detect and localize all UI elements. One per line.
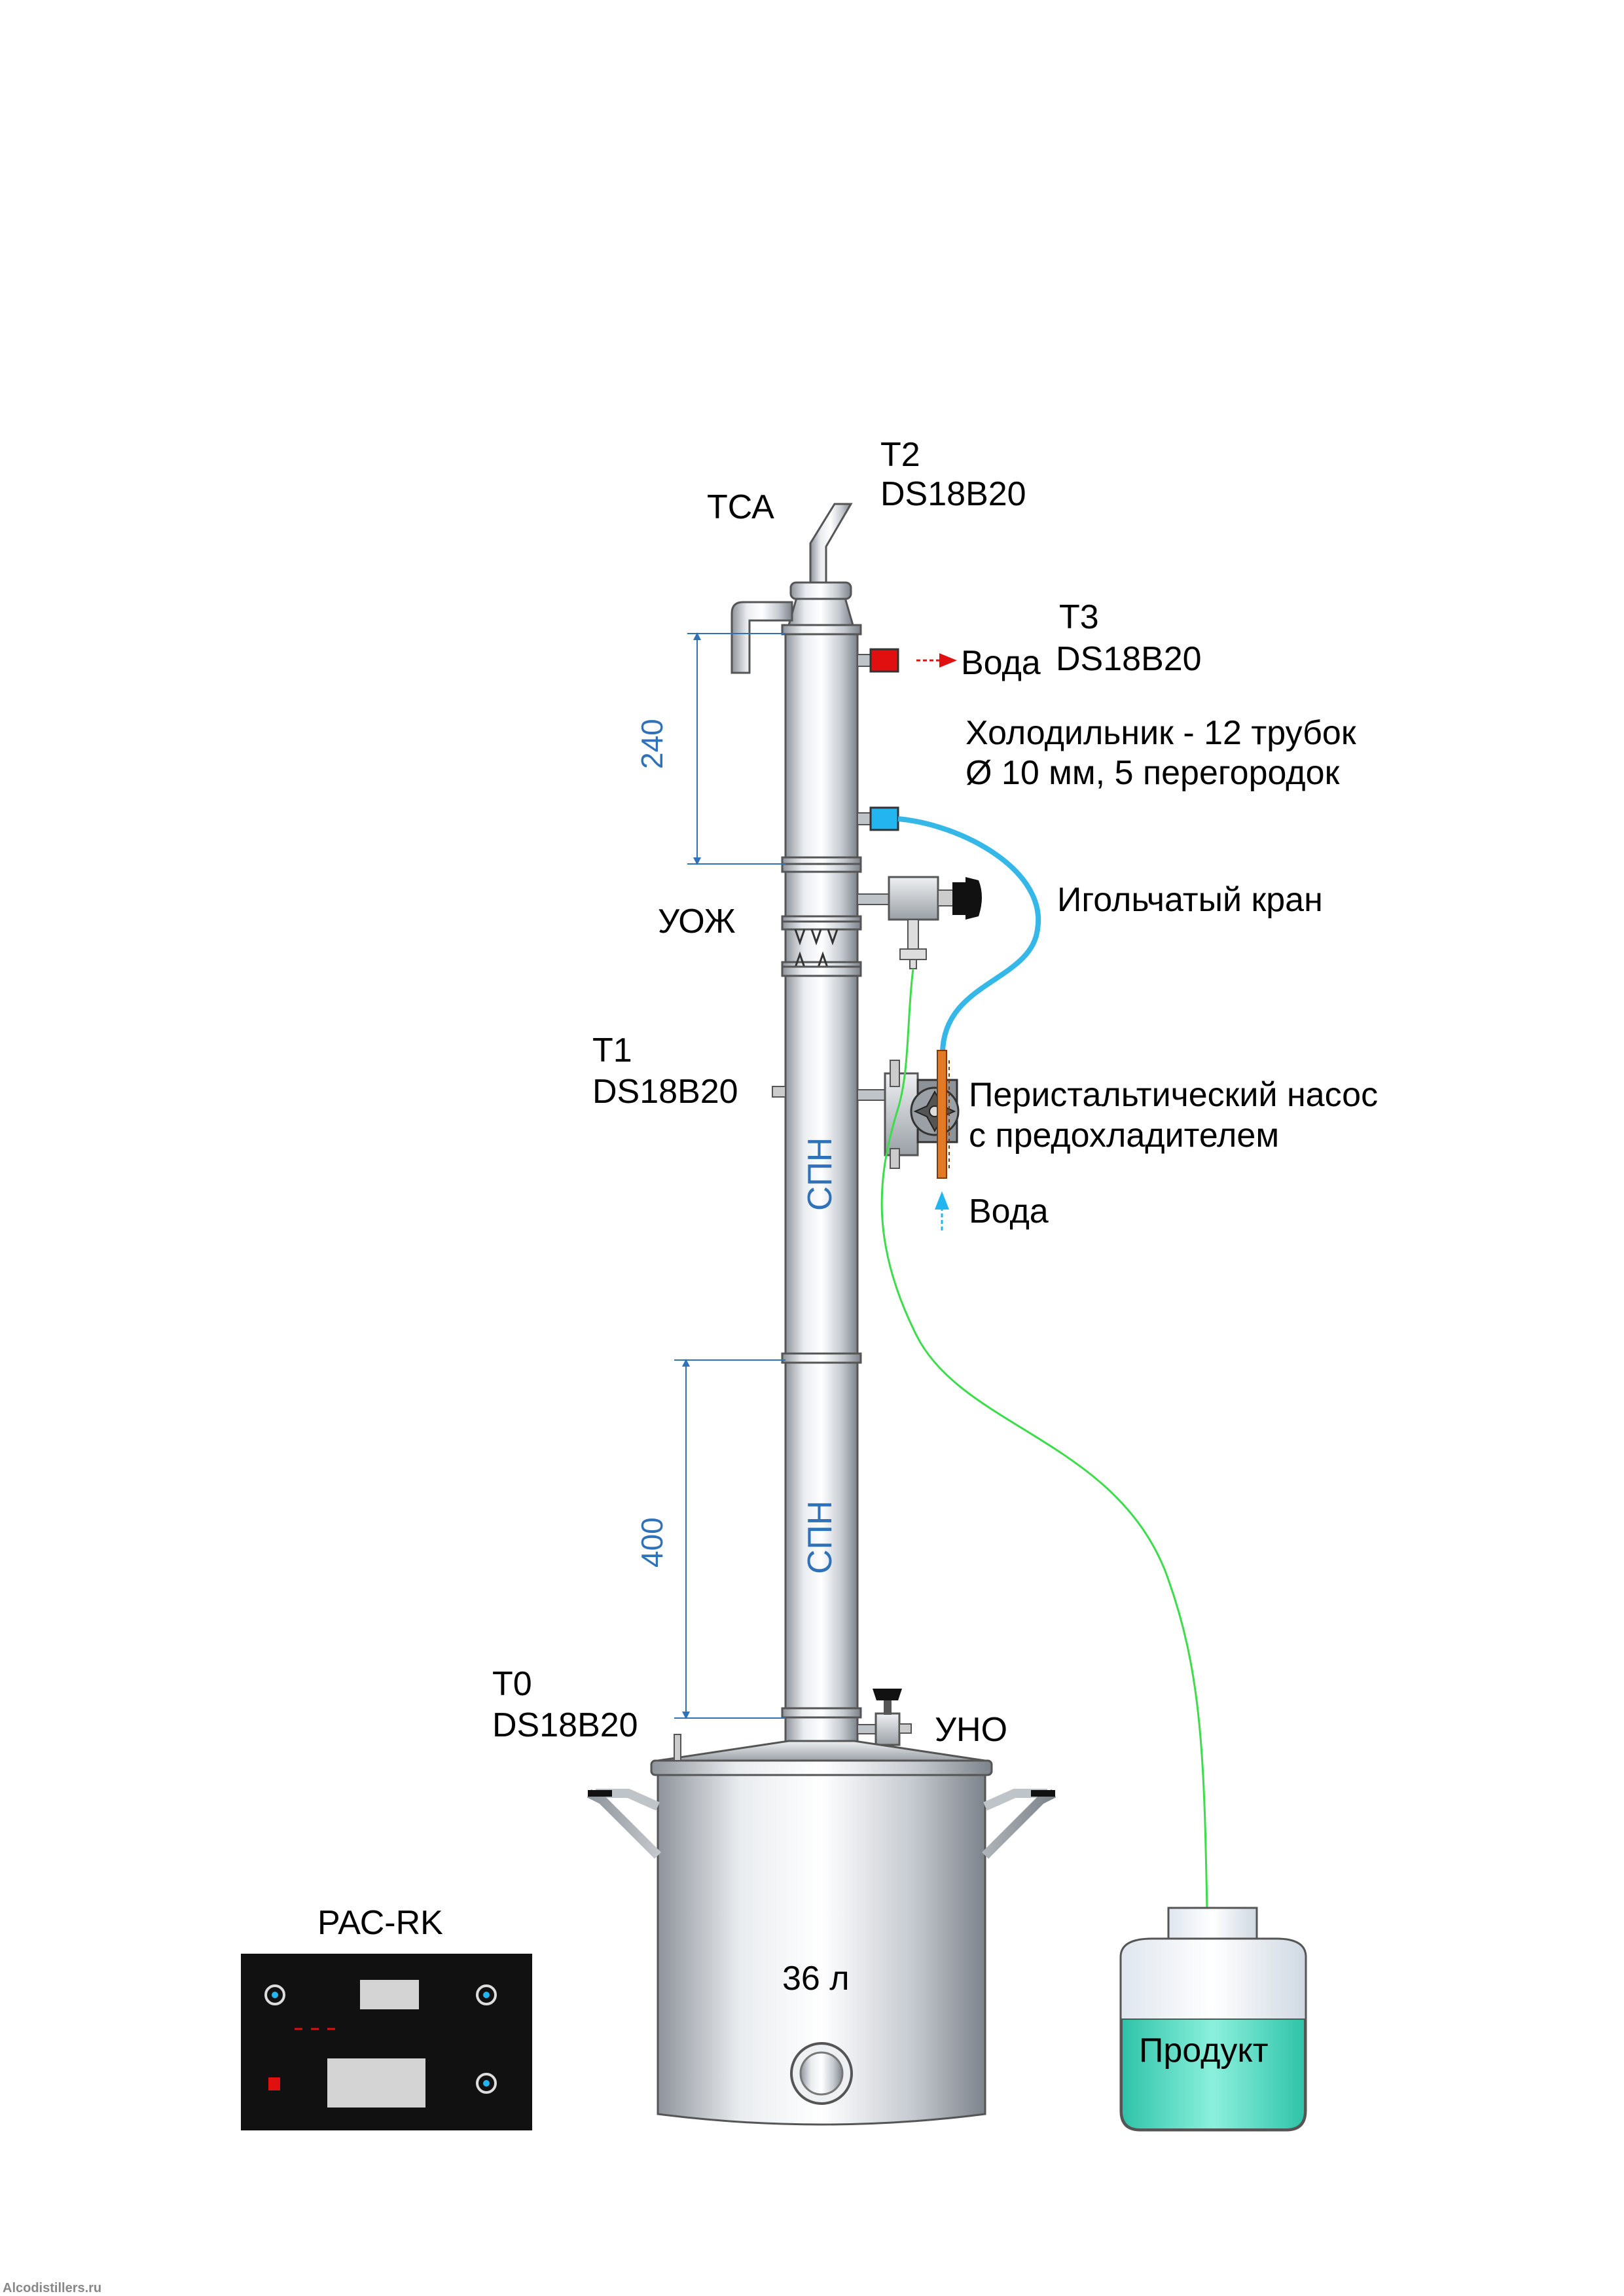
- needle-valve-label: Игольчатый кран: [1057, 881, 1323, 919]
- side-outlet-pipe: [731, 601, 793, 674]
- controller-box: [241, 1954, 532, 2130]
- water-out-arrow-icon: [916, 653, 957, 668]
- valve-handle-icon: [952, 877, 982, 920]
- boiler-tank: [586, 1734, 1056, 2126]
- t1-sensor-label: DS18B20: [592, 1073, 738, 1111]
- control-knob-icon: [272, 1992, 278, 1998]
- spn-lower-label: СПН: [801, 1501, 839, 1574]
- control-knob-icon: [483, 2080, 490, 2087]
- cooling-water-hose: [897, 816, 1041, 1054]
- spn-section-lower: [781, 1361, 862, 1751]
- tank-volume-label: 36 л: [782, 1960, 850, 1998]
- cooler-description-line1: Холодильник - 12 трубок: [965, 714, 1356, 752]
- product-label: Продукт: [1139, 2032, 1269, 2070]
- dimension-400-label: 400: [635, 1517, 669, 1568]
- pre-cooler: [937, 1050, 950, 1179]
- product-bottle: [1119, 1907, 1307, 2132]
- water-in-label: Вода: [969, 1193, 1049, 1230]
- cold-water-inlet: [857, 806, 899, 831]
- control-knob-icon: [483, 1992, 490, 1998]
- t0-name-label: Т0: [492, 1665, 532, 1703]
- indicator-icon: [268, 2077, 280, 2090]
- t2-name-label: Т2: [880, 436, 920, 474]
- uno-label: УНО: [935, 1711, 1007, 1749]
- pump-description-line2: с предохладителем: [969, 1117, 1279, 1155]
- cooler-body: [781, 624, 862, 868]
- tsa-pipe: [809, 503, 853, 584]
- water-in-arrow-icon: [935, 1191, 949, 1230]
- uozh-unit: [781, 863, 862, 971]
- controller-label: РАС-RK: [317, 1904, 443, 1942]
- t3-sensor-label: DS18B20: [1056, 640, 1202, 678]
- t1-sensor-port: [772, 1086, 786, 1098]
- t2-sensor-label: DS18B20: [880, 475, 1026, 513]
- hot-water-outlet: [857, 648, 899, 673]
- watermark: Alcodistillers.ru: [3, 2281, 101, 2295]
- t3-name-label: Т3: [1059, 598, 1099, 636]
- column-cap: [787, 581, 854, 626]
- dimension-240: [687, 632, 785, 865]
- spn-upper-label: СПН: [801, 1138, 839, 1211]
- dimension-400: [674, 1359, 785, 1719]
- pump-description-line1: Перистальтический насос: [969, 1076, 1378, 1114]
- product-hose: [880, 968, 1209, 1948]
- tsa-label: ТСА: [707, 488, 774, 526]
- dimension-240-label: 240: [635, 719, 669, 769]
- uozh-label: УОЖ: [658, 903, 736, 941]
- spn-section-upper: [781, 965, 862, 1364]
- cooler-description-line2: Ø 10 мм, 5 перегородок: [965, 754, 1340, 792]
- t0-sensor-label: DS18B20: [492, 1706, 638, 1744]
- t1-name-label: Т1: [592, 1031, 632, 1069]
- t3-water-label: Вода: [961, 644, 1041, 682]
- needle-valve: [857, 876, 954, 969]
- uno-valve: [857, 1689, 912, 1746]
